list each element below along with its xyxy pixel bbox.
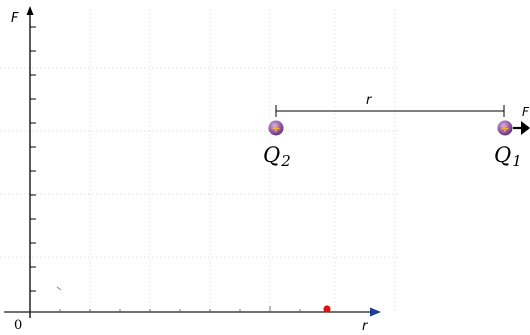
y-axis: F (11, 6, 36, 318)
charge-q2[interactable]: + (268, 120, 284, 136)
plus-sign-icon: + (500, 122, 509, 135)
stray-mark (56, 286, 62, 291)
force-label: F (522, 105, 530, 119)
y-axis-label: F (11, 11, 19, 26)
grid (0, 10, 400, 312)
charge-q1-label: Q1 (494, 143, 522, 170)
current-point-marker (323, 305, 331, 313)
force-arrow-icon (513, 121, 530, 135)
x-axis-arrowhead (370, 307, 381, 317)
x-axis-label: r (362, 319, 369, 334)
charge-q2-label: Q2 (263, 143, 291, 170)
separation-label: r (366, 93, 373, 108)
charge-q1-sphere (497, 120, 513, 136)
charge-q1[interactable]: + (497, 120, 513, 136)
origin-label: 0 (14, 318, 22, 333)
charge-q2-sphere (268, 120, 284, 136)
separation-bracket (275, 105, 505, 117)
x-axis: r 0 (4, 306, 381, 334)
plus-sign-icon: + (271, 122, 280, 135)
